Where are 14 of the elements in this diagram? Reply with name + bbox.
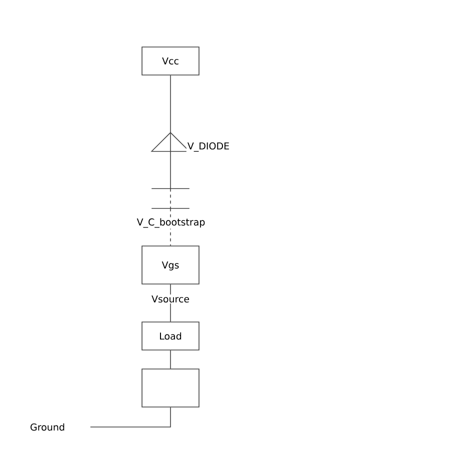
capacitor-symbol bbox=[151, 188, 190, 209]
node-label: Ground bbox=[30, 423, 64, 431]
connector bbox=[90, 407, 171, 428]
labeled-box: Vcc bbox=[142, 46, 200, 76]
labeled-box: Vgs bbox=[142, 246, 200, 284]
component-label: V_DIODE bbox=[186, 141, 231, 153]
edge-label: Vsource bbox=[150, 294, 191, 304]
connector bbox=[170, 350, 171, 369]
connector bbox=[170, 151, 171, 189]
connector bbox=[170, 75, 171, 133]
connector bbox=[170, 208, 171, 246]
labeled-box: Load bbox=[142, 322, 200, 350]
component-label: V_C_bootstrap bbox=[136, 217, 206, 229]
empty-box bbox=[142, 368, 200, 408]
